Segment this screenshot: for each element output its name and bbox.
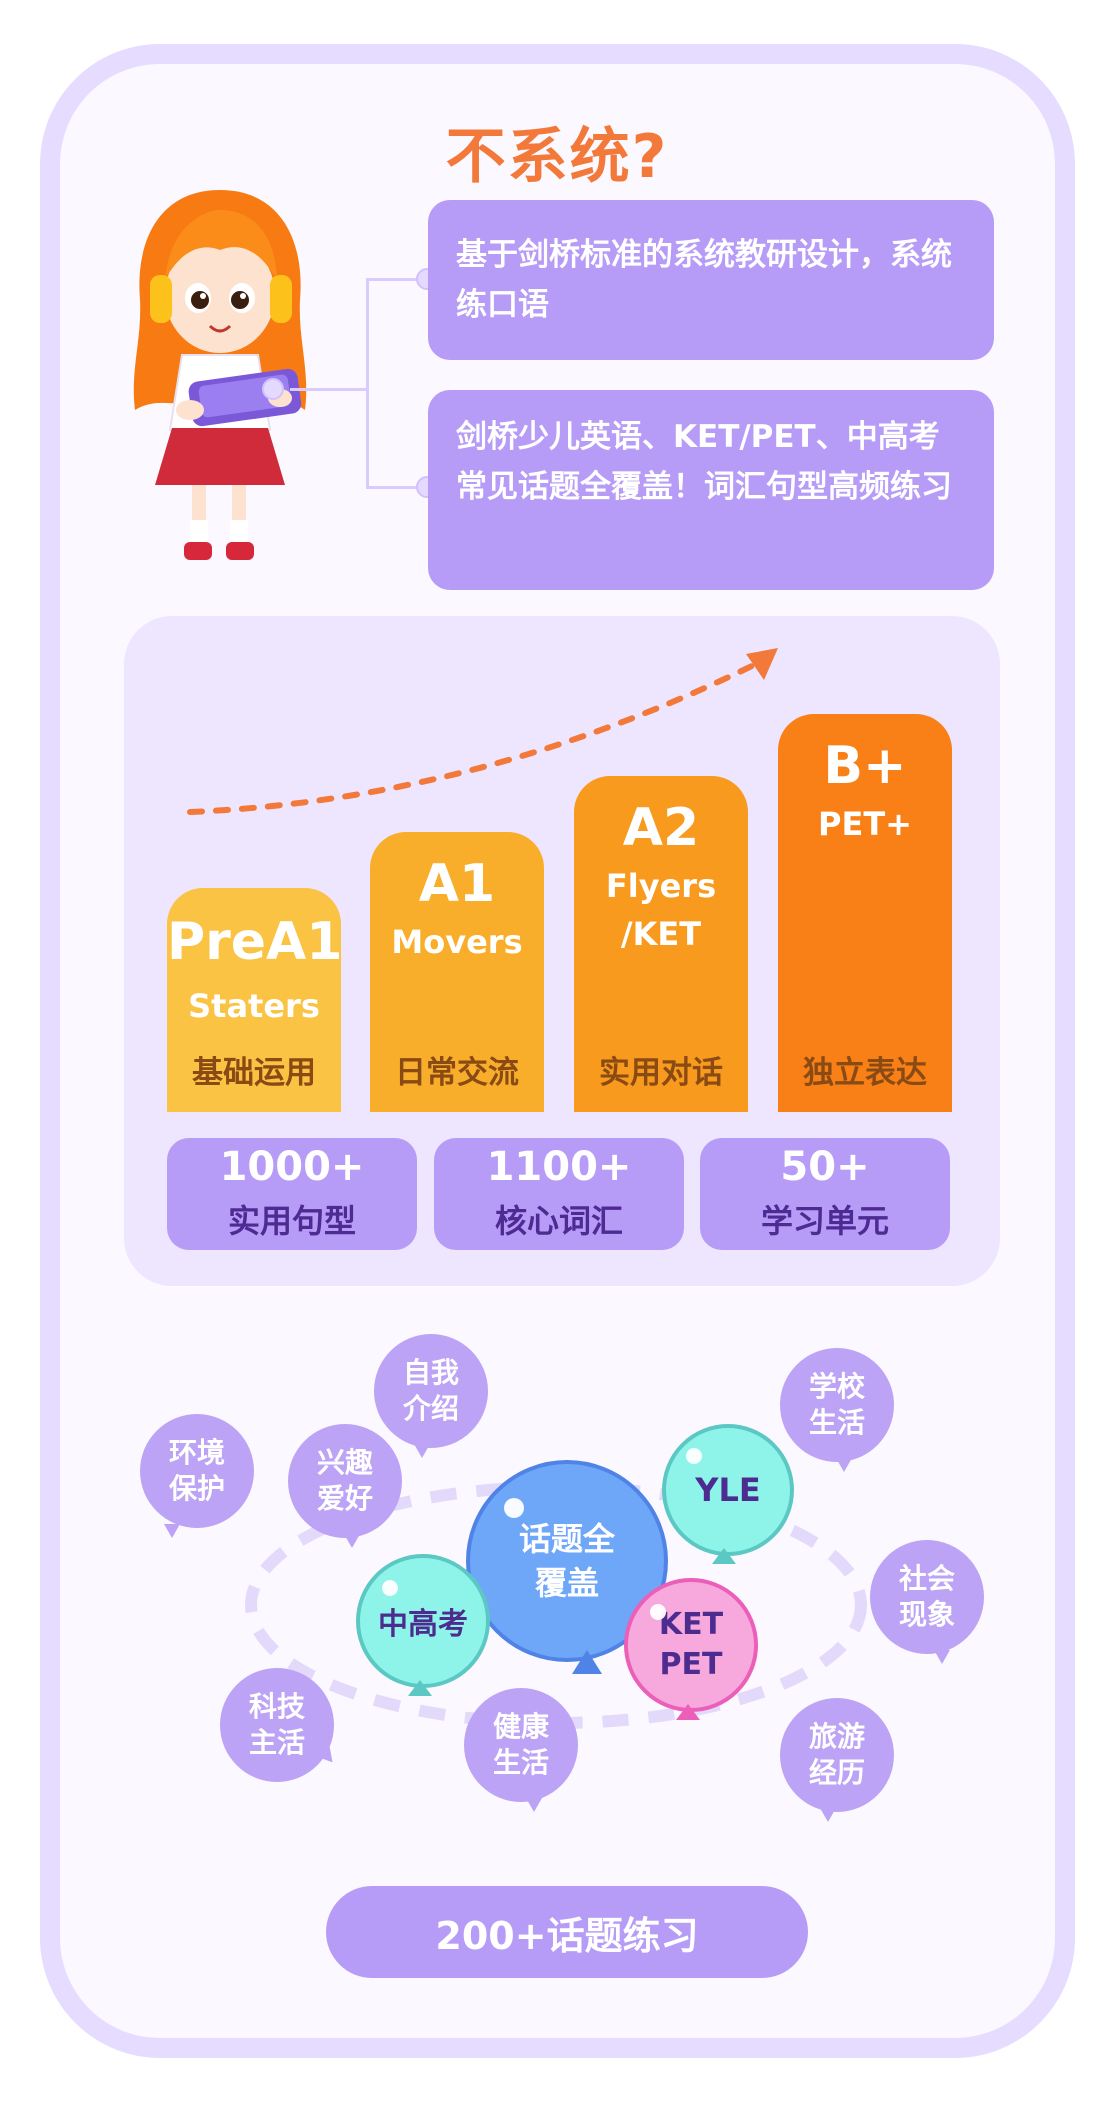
level-bar-a1: A1 Movers 日常交流 [370,832,544,1112]
stat-label: 核心词汇 [494,1202,623,1240]
balloon-ketpet-knot [676,1704,700,1720]
exam-label: Staters [188,987,320,1025]
stat-value: 1100+ [486,1144,632,1190]
topic-bubble: 学校生活 [780,1348,894,1462]
balloon-center-knot [572,1650,602,1674]
balloon-yle-knot [712,1548,736,1564]
level-bar-a2: A2 Flyers /KET 实用对话 [574,776,748,1112]
topic-label: 健康生活 [492,1710,549,1779]
connector-branch-bottom [366,486,426,489]
stat-label: 学习单元 [760,1202,889,1240]
bubble-tail [820,1808,836,1822]
balloon-shine [382,1580,398,1596]
stat-label: 实用句型 [227,1202,356,1240]
balloon-label: KET PET [658,1607,724,1682]
girl-mascot-illustration [133,190,307,560]
level-label: PreA1 [167,912,343,972]
progress-arrow [187,648,778,815]
bubble-tail [414,1444,430,1458]
level-description: 日常交流 [395,1055,519,1091]
level-label: A1 [418,854,496,914]
balloon-zhonggaokao-knot [408,1680,432,1696]
balloon-zhonggaokao: 中高考 [356,1554,490,1688]
balloon-label: 话题全覆盖 [518,1520,615,1602]
topic-label: 社会现象 [898,1562,955,1631]
topic-label: 自我介绍 [402,1356,459,1425]
bubble-tail [836,1458,852,1472]
connector-dot [262,378,284,400]
topic-bubble: 自我介绍 [374,1334,488,1448]
level-bar-prea1: PreA1 Staters 基础运用 [167,888,343,1112]
bubble-tail [164,1524,180,1538]
level-description: 独立表达 [803,1055,927,1091]
stat-value: 1000+ [219,1144,365,1190]
topic-bubble: 科技主活 [220,1668,334,1782]
footer-label: 200+话题练习 [435,1913,699,1958]
connector-vertical [366,278,369,488]
page-title: 不系统? [445,122,669,192]
balloon-shine [650,1604,666,1620]
level-bar-bplus: B+ PET+ 独立表达 [778,714,952,1112]
exam-label: Flyers /KET [605,867,717,953]
balloon-label: YLE [695,1471,761,1509]
topic-bubble: 环境保护 [140,1414,254,1528]
level-label: B+ [823,736,907,796]
topic-bubble: 健康生活 [464,1688,578,1802]
topic-label: 旅游经历 [808,1720,865,1789]
bubble-tail [526,1798,542,1812]
balloon-shine [686,1448,702,1464]
topics-count-pill: 200+话题练习 [326,1886,808,1978]
exam-label: Movers [391,923,523,961]
callout-system-design: 基于剑桥标准的系统教研设计，系统练口语 [428,200,994,360]
balloon-shine [504,1498,524,1518]
level-description: 基础运用 [192,1055,316,1091]
topic-orbit [245,1481,867,1729]
level-label: A2 [622,798,700,858]
connector-horizontal [290,388,366,391]
topic-label: 学校生活 [808,1370,865,1439]
stat-value: 50+ [780,1144,870,1190]
balloon-yle: YLE [662,1424,794,1556]
topic-label: 科技主活 [248,1690,305,1759]
topic-label: 兴趣爱好 [316,1446,373,1515]
balloon-label: 中高考 [378,1607,468,1642]
callout-topic-coverage: 剑桥少儿英语、KET/PET、中高考常见话题全覆盖！词汇句型高频练习 [428,390,994,590]
connector-branch-top [366,278,426,281]
balloon-ketpet: KET PET [624,1578,758,1712]
level-description: 实用对话 [599,1055,723,1091]
bubble-tail [934,1650,950,1664]
topic-label: 环境保护 [168,1436,225,1505]
bubble-tail [344,1534,360,1548]
topic-bubble: 兴趣爱好 [288,1424,402,1538]
topic-bubble: 旅游经历 [780,1698,894,1812]
topic-bubble: 社会现象 [870,1540,984,1654]
stat-vocabulary: 1100+ 核心词汇 [434,1138,684,1250]
stat-sentences: 1000+ 实用句型 [167,1138,417,1250]
stat-units: 50+ 学习单元 [700,1138,950,1250]
exam-label: PET+ [818,805,912,843]
